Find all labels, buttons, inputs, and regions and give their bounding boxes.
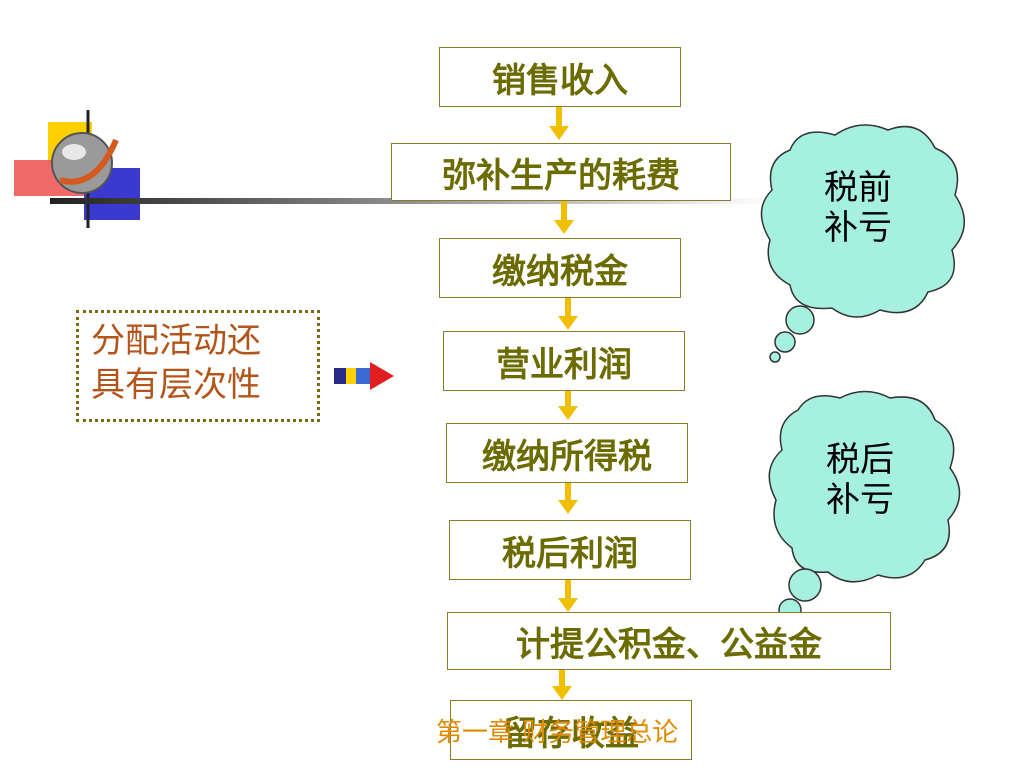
flow-box-pay-taxes: 缴纳税金 <box>439 238 681 298</box>
slide-footer: 第一章 财务管理总论 <box>436 718 679 748</box>
flow-arrow <box>558 482 578 514</box>
cloud-pre-tax <box>760 124 966 363</box>
flow-box-sales-revenue: 销售收入 <box>439 47 681 107</box>
cloud-pre-tax-line-2: 补亏 <box>824 208 892 248</box>
pointer-arrow-icon <box>334 362 394 390</box>
globe-logo-icon <box>14 110 140 228</box>
cloud-post-tax-line-2: 补亏 <box>826 480 894 520</box>
flow-arrow <box>549 106 569 140</box>
flow-arrow <box>558 390 578 420</box>
flow-box-production-cost: 弥补生产的耗费 <box>391 143 731 201</box>
flow-box-operating-profit: 营业利润 <box>443 331 685 391</box>
flow-arrow <box>554 200 574 234</box>
cloud-pre-tax-text: 税前 补亏 <box>818 168 898 248</box>
flow-box-after-tax-profit: 税后利润 <box>449 520 691 580</box>
flow-arrow <box>552 670 572 700</box>
cloud-post-tax-text: 税后 补亏 <box>820 440 900 520</box>
flow-box-retained-earnings: 留存收益 <box>450 700 692 760</box>
note-line-2: 具有层次性 <box>91 365 261 405</box>
flow-box-income-tax: 缴纳所得税 <box>446 423 688 483</box>
flow-arrows <box>549 106 578 700</box>
flow-arrow <box>558 580 578 612</box>
title-rule-line <box>50 198 770 204</box>
note-line-1: 分配活动还 <box>91 321 261 361</box>
cloud-post-tax-line-1: 税后 <box>826 440 894 480</box>
flow-box-reserve-funds: 计提公积金、公益金 <box>447 612 891 670</box>
note-box-distribution-levels: 分配活动还 具有层次性 <box>76 310 320 422</box>
flow-arrow <box>558 298 578 330</box>
cloud-pre-tax-line-1: 税前 <box>824 168 892 208</box>
